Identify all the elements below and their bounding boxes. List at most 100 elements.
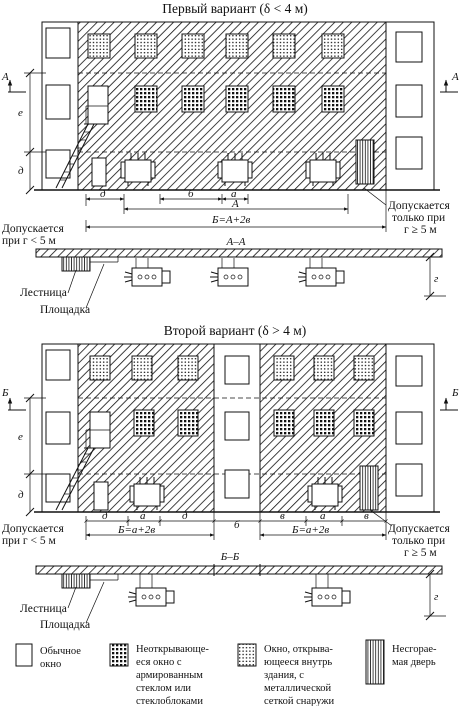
dotted-window	[321, 33, 345, 59]
variant1-left-note: Допускается	[2, 223, 64, 235]
variant1-platform-leader	[85, 263, 105, 309]
svg-text:Несгорае-: Несгорае-	[392, 644, 437, 655]
svg-text:Неоткрывающе-: Неоткрывающе-	[136, 644, 209, 655]
svg-text:Окно, открыва-: Окно, открыва-	[264, 644, 333, 655]
variant2-section-mark-right: Б	[440, 387, 459, 411]
svg-text:еся окно с: еся окно с	[136, 657, 182, 668]
plain-window-icon	[15, 643, 33, 667]
svg-text:А: А	[1, 71, 9, 83]
variant2-section-mark-left: Б	[1, 387, 26, 411]
svg-text:А: А	[451, 71, 459, 83]
variant1-height-dims: е д	[18, 68, 46, 195]
variant2-height-dims: е д	[18, 393, 46, 517]
plain-window	[395, 136, 423, 170]
variant2-staircase	[55, 429, 110, 511]
svg-text:Обычное: Обычное	[40, 646, 81, 657]
variant1-title: Первый вариант (δ < 4 м)	[162, 1, 308, 16]
dotted-window	[181, 33, 205, 59]
variant1-right-note: только при	[392, 212, 445, 224]
variant1-dims-row1: д б а А	[85, 188, 349, 214]
svg-text:в: в	[280, 510, 285, 522]
svg-text:А: А	[231, 198, 239, 210]
transformer-icon	[305, 153, 341, 186]
svg-text:стеклом или: стеклом или	[136, 683, 191, 694]
svg-text:окно: окно	[40, 659, 61, 670]
variant1-plan-view: г	[35, 248, 446, 301]
dotted-window	[272, 33, 296, 59]
svg-text:Б=а+2в: Б=а+2в	[117, 524, 155, 536]
svg-text:а: а	[140, 510, 146, 522]
plain-window	[45, 473, 71, 503]
legend: Обычное окно Неоткрывающе- еся окно с ар…	[15, 639, 437, 706]
svg-text:в: в	[364, 510, 369, 522]
svg-text:Б: Б	[451, 387, 459, 399]
plain-window	[224, 411, 250, 441]
grid-window	[177, 409, 199, 437]
variant1-right-note: г ≥ 5 м	[404, 224, 437, 236]
svg-text:мая дверь: мая дверь	[392, 657, 436, 668]
variant2-stair-label: Лестница	[20, 603, 67, 615]
grid-window	[321, 85, 345, 113]
dotted-window	[177, 355, 199, 381]
transformer-icon	[307, 477, 343, 510]
variant2-stair-leader	[67, 586, 77, 609]
transformer-icon	[129, 477, 165, 510]
grid-window	[353, 409, 375, 437]
variant2-right-note: только при	[392, 535, 445, 547]
svg-text:г: г	[434, 273, 439, 285]
svg-text:армированным: армированным	[136, 670, 203, 681]
svg-text:здания, с: здания, с	[264, 670, 304, 681]
svg-text:б: б	[234, 519, 240, 531]
svg-text:е: е	[18, 107, 23, 119]
plain-window	[45, 411, 71, 445]
svg-text:е: е	[18, 431, 23, 443]
plain-window	[45, 149, 71, 179]
dotted-window	[131, 355, 153, 381]
legend-item: Несгорае- мая дверь	[365, 639, 437, 685]
plain-window	[395, 84, 423, 118]
dotted-window	[89, 355, 111, 381]
variant1-right-note: Допускается	[388, 200, 450, 212]
grid-window	[273, 409, 295, 437]
grid-window	[225, 85, 249, 113]
grid-window	[272, 85, 296, 113]
dotted-window	[134, 33, 158, 59]
fireproof-door	[355, 139, 375, 185]
svg-text:д: д	[102, 510, 108, 522]
transformer-icon	[217, 153, 253, 186]
variant1-b-dim: Б=А+2в	[85, 190, 387, 232]
ground-door	[93, 481, 109, 511]
variant1-stair-label: Лестница	[20, 287, 67, 299]
dotted-window	[273, 355, 295, 381]
variant1-staircase	[55, 105, 108, 189]
legend-item: Окно, открыва- ющееся внутрь здания, с м…	[237, 643, 335, 706]
grid-window	[313, 409, 335, 437]
stair-exit-door	[87, 85, 109, 125]
svg-text:д: д	[100, 188, 106, 200]
variant2-platform-label: Площадка	[40, 619, 90, 631]
svg-text:Б=а+2в: Б=а+2в	[291, 524, 329, 536]
svg-text:г: г	[434, 591, 439, 603]
variant2-dims-row1: д а д б в а в Б=а+2в Б=а+2в	[84, 510, 388, 540]
variant2-group: Второй вариант (δ > 4 м)	[1, 323, 459, 631]
svg-text:д: д	[182, 510, 188, 522]
plain-window	[224, 469, 250, 499]
variant2-platform-leader	[85, 581, 105, 624]
svg-text:сеткой снаружи: сеткой снаружи	[264, 696, 335, 706]
ground-door	[91, 157, 107, 187]
plain-window	[395, 31, 423, 63]
svg-text:д: д	[18, 165, 24, 177]
svg-text:Б: Б	[1, 387, 9, 399]
legend-item: Неоткрывающе- еся окно с армированным ст…	[109, 643, 209, 706]
variant2-right-note: г ≥ 5 м	[404, 547, 437, 559]
grid-window	[181, 85, 205, 113]
svg-text:б: б	[188, 188, 194, 200]
variant1-section-mark-right: А	[440, 71, 459, 93]
dotted-window	[313, 355, 335, 381]
variant2-right-note-leader	[369, 509, 393, 527]
grid-window-icon	[109, 643, 129, 667]
fireproof-door-icon	[365, 639, 385, 685]
variant2-title: Второй вариант (δ > 4 м)	[164, 323, 307, 338]
grid-window	[133, 409, 155, 437]
